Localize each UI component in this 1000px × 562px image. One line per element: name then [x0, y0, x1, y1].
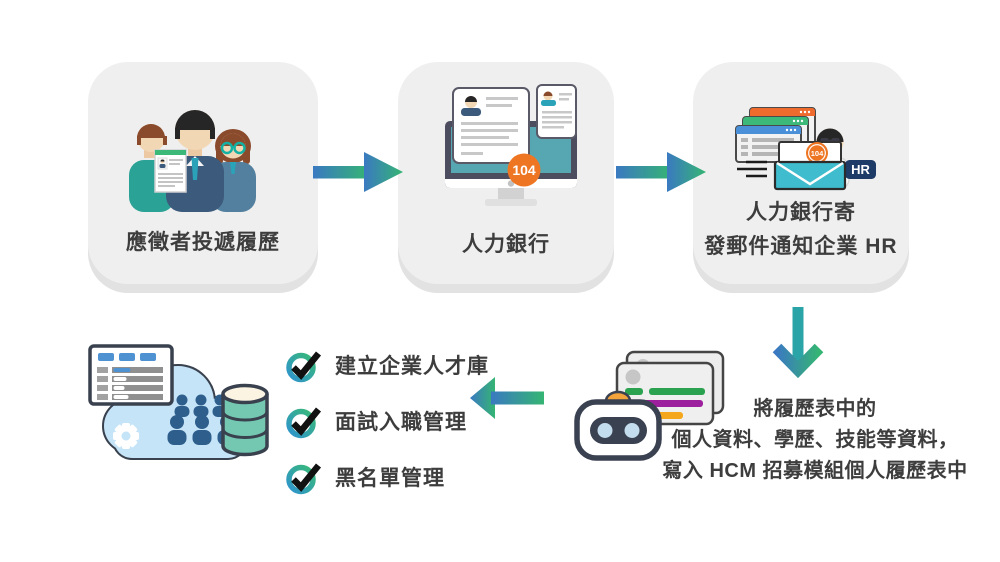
speed-lines [737, 160, 767, 178]
hcm-cloud-database-icon [88, 344, 269, 460]
feature-row-talent-pool: 建立企業人才庫 [286, 346, 489, 383]
check-circle-icon [286, 462, 322, 494]
step3-label: 人力銀行寄 發郵件通知企業 HR [683, 196, 919, 264]
feature-row-blacklist: 黑名單管理 [286, 458, 489, 495]
badge-104-text: 104 [512, 162, 536, 178]
process-note: 將履歷表中的 個人資料、學歷、技能等資料， 寫入 HCM 招募模組個人履歷表中 [640, 394, 990, 487]
job-bank-monitor-icon: 104 [445, 84, 577, 206]
email-notify-hr-icon: HR 104 [735, 107, 876, 191]
arrow-robot-to-cloud [470, 377, 544, 419]
process-note-line1: 將履歷表中的 [753, 398, 877, 420]
resume-card-small [536, 84, 577, 139]
step3-label-line1: 人力銀行寄 [746, 201, 856, 224]
step2-label: 人力銀行 [462, 233, 550, 256]
resume-parser-robot-icon [574, 350, 725, 461]
resume-card-large [452, 87, 530, 164]
envelope-badge-text: 104 [811, 149, 824, 158]
database-icon [221, 383, 269, 457]
feature-row-interview-onboarding: 面試入職管理 [286, 402, 489, 439]
badge-104: 104 [507, 153, 541, 187]
resume-document-icon [154, 149, 187, 193]
hr-badge: HR [845, 160, 876, 179]
step3-label-line2: 發郵件通知企業 HR [704, 235, 898, 258]
email-envelope-icon: 104 [773, 141, 847, 191]
step1-label: 應徵者投遞履歷 [126, 231, 280, 254]
robot-head-icon [574, 390, 662, 461]
feature-label: 建立企業人才庫 [335, 354, 489, 378]
feature-label: 黑名單管理 [335, 466, 445, 490]
check-circle-icon [286, 350, 322, 382]
process-note-line3: 寫入 HCM 招募模組個人履歷表中 [662, 460, 968, 482]
check-circle-icon [286, 406, 322, 438]
process-note-line2: 個人資料、學歷、技能等資料， [671, 429, 959, 451]
arrow-step2-to-step3 [616, 152, 706, 192]
applicants-group-icon [129, 110, 256, 212]
arrow-step3-down [772, 307, 824, 379]
hr-badge-text: HR [851, 162, 870, 177]
feature-label: 面試入職管理 [335, 410, 467, 434]
gear-icon [113, 423, 139, 449]
arrow-step1-to-step2 [313, 152, 403, 192]
hcm-table-window [88, 344, 174, 406]
feature-list: 建立企業人才庫 面試入職管理 黑名單管理 [286, 346, 489, 514]
